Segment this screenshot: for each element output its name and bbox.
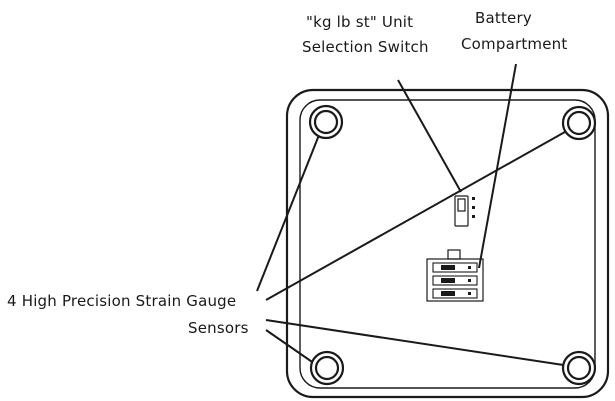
sensor-foot-top-right-icon xyxy=(561,105,597,141)
sensors-label-line1: 4 High Precision Strain Gauge xyxy=(7,292,236,310)
sensor-leader-line-bottom-right xyxy=(265,319,571,367)
unit-switch-label-line1: "kg lb st" Unit xyxy=(306,13,413,31)
sensor-foot-top-left-icon xyxy=(308,104,344,140)
scale-outer-outline xyxy=(285,88,610,399)
sensor-foot-bottom-right-icon xyxy=(561,350,597,386)
unit-switch-leader-line xyxy=(397,79,462,193)
sensor-leader-line-bottom-left xyxy=(265,329,319,367)
battery-label-line2: Compartment xyxy=(461,35,567,53)
battery-label-line1: Battery xyxy=(475,9,532,27)
battery-compartment-icon xyxy=(426,249,484,302)
battery-leader-line xyxy=(478,63,517,269)
sensor-leader-line-top-right xyxy=(265,127,573,301)
sensor-leader-line-top-left xyxy=(256,129,322,292)
unit-switch-label-line2: Selection Switch xyxy=(302,38,429,56)
scale-inner-outline xyxy=(299,99,596,389)
sensors-label-line2: Sensors xyxy=(188,319,249,337)
sensor-foot-bottom-left-icon xyxy=(309,350,345,386)
unit-selection-switch-icon xyxy=(454,195,475,227)
